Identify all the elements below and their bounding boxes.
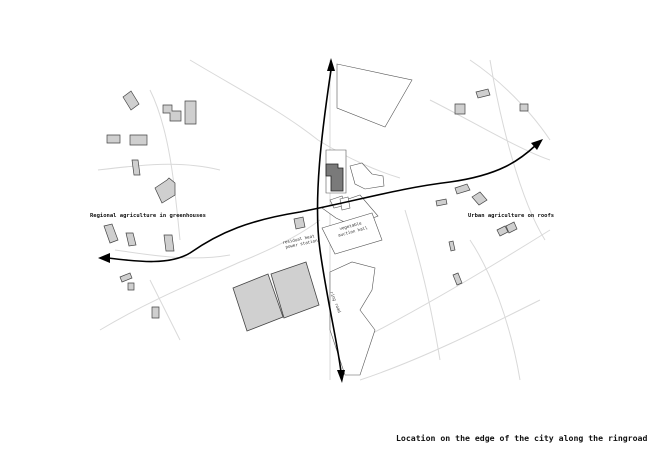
project-building: [325, 163, 344, 192]
right-buildings: [435, 88, 529, 286]
power-station-label: residual heat power station: [282, 233, 319, 250]
site-outlines: [321, 63, 413, 376]
greenhouse-fields: [232, 261, 320, 332]
ring-road-arrow: [316, 58, 345, 383]
left-buildings: [103, 90, 197, 319]
regional-label: Regional agriculture in greenhouses: [90, 213, 206, 219]
caption: Location on the edge of the city along t…: [396, 433, 648, 443]
market-label-line1: vegetable: [339, 220, 363, 231]
connection-arrow: [98, 139, 543, 263]
power-station-label-line2: power station: [285, 238, 319, 250]
power-station-label-line1: residual heat: [282, 233, 316, 245]
power-station-building: [293, 216, 306, 230]
urban-label: Urban agriculture on roofs: [468, 213, 554, 219]
